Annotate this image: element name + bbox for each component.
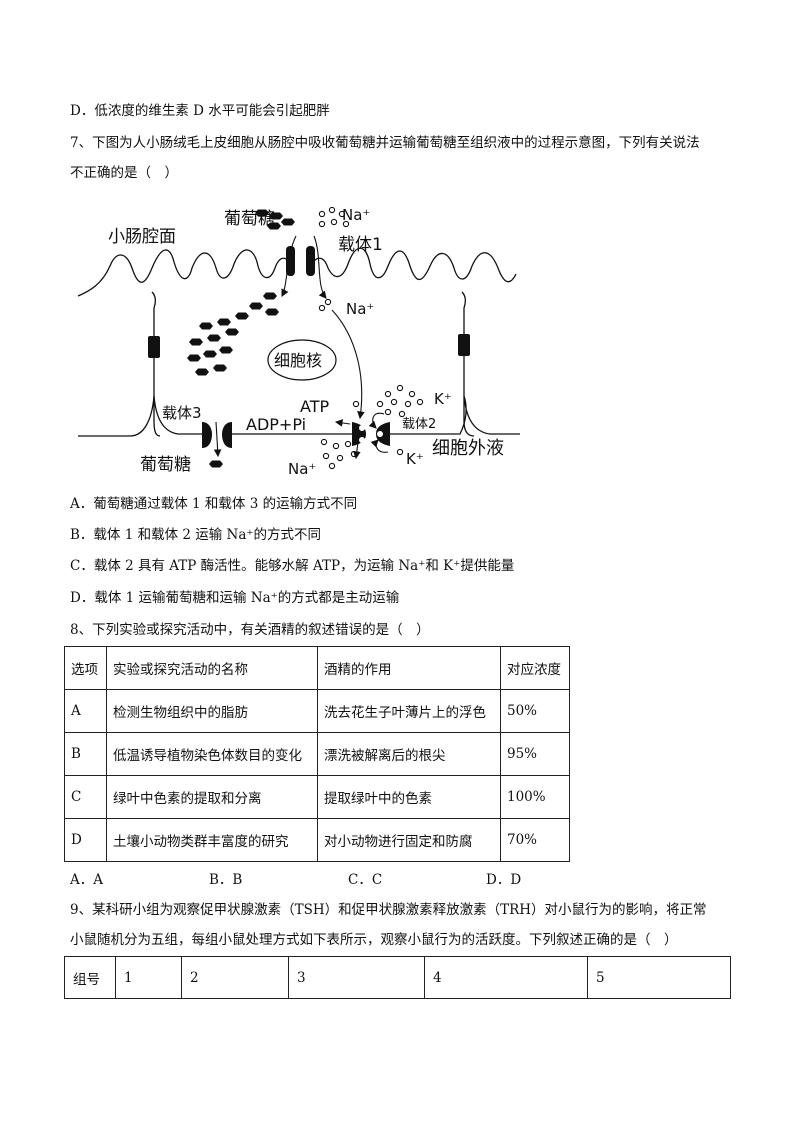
label-carrier2: 载体2 (402, 417, 436, 432)
label-na-top: Na⁺ (342, 206, 370, 224)
table-cell: A (64, 689, 107, 733)
table-header-cell: 实验或探究活动的名称 (106, 646, 318, 690)
table-cell: D (64, 818, 107, 862)
table-header-cell: 2 (181, 956, 289, 999)
q8-stem: 8、下列实验或探究活动中，有关酒精的叙述错误的是（ ） (70, 622, 430, 638)
table-header-cell: 选项 (64, 646, 107, 690)
table-cell: 70% (500, 818, 570, 862)
q7-stem-line1: 7、下图为人小肠绒毛上皮细胞从肠腔中吸收葡萄糖并运输葡萄糖至组织液中的过程示意图… (70, 135, 700, 151)
label-glucose-top: 葡萄糖 (224, 209, 275, 229)
label-na-bottom: Na⁺ (288, 460, 316, 478)
label-k-right: K⁺ (434, 390, 452, 408)
table-header-row: 组号 1 2 3 4 5 (64, 956, 731, 999)
table-header-cell: 组号 (64, 956, 116, 999)
label-adp-pi: ADP+Pi (246, 415, 306, 434)
table-header-cell: 3 (288, 956, 425, 999)
label-glucose-bottom: 葡萄糖 (140, 455, 191, 475)
table-cell: 洗去花生子叶薄片上的浮色 (317, 689, 501, 733)
q8-option-a: A．A (70, 872, 103, 888)
table-cell: 低温诱导植物染色体数目的变化 (106, 732, 318, 776)
table-row: C 绿叶中色素的提取和分离 提取绿叶中的色素 100% (64, 775, 570, 819)
q8-option-b: B．B (209, 872, 243, 888)
label-carrier3: 载体3 (162, 404, 202, 422)
table-cell: 100% (500, 775, 570, 819)
table-header-cell: 酒精的作用 (317, 646, 501, 690)
q8-option-d: D．D (486, 872, 522, 888)
table-row: A 检测生物组织中的脂肪 洗去花生子叶薄片上的浮色 50% (64, 689, 570, 733)
q8-table: 选项 实验或探究活动的名称 酒精的作用 对应浓度 A 检测生物组织中的脂肪 洗去… (64, 646, 570, 862)
table-cell: 提取绿叶中的色素 (317, 775, 501, 819)
q9-stem-line2: 小鼠随机分为五组，每组小鼠处理方式如下表所示，观察小鼠行为的活跃度。下列叙述正确… (70, 932, 678, 948)
table-cell: 绿叶中色素的提取和分离 (106, 775, 318, 819)
table-cell: C (64, 775, 107, 819)
table-cell: 50% (500, 689, 570, 733)
label-atp: ATP (300, 397, 329, 416)
table-cell: 检测生物组织中的脂肪 (106, 689, 318, 733)
q6-option-d: D．低浓度的维生素 D 水平可能会引起肥胖 (70, 103, 330, 119)
table-cell: 漂洗被解离后的根尖 (317, 732, 501, 776)
apical-membrane (77, 247, 517, 297)
q9-table: 组号 1 2 3 4 5 (64, 956, 731, 999)
label-lumen: 小肠腔面 (108, 227, 176, 247)
q7-option-c: C．载体 2 具有 ATP 酶活性。能够水解 ATP，为运输 Na⁺和 K⁺提供… (70, 558, 515, 574)
q8-option-c: C．C (348, 872, 383, 888)
table-row: D 土壤小动物类群丰富度的研究 对小动物进行固定和防腐 70% (64, 818, 570, 862)
q8-options: A．A B．B C．C D．D (70, 868, 630, 888)
table-header-cell: 对应浓度 (500, 646, 570, 690)
label-na-mid: Na⁺ (346, 300, 374, 318)
table-cell: 95% (500, 732, 570, 776)
q7-option-a: A．葡萄糖通过载体 1 和载体 3 的运输方式不同 (70, 496, 358, 512)
q7-option-d: D．载体 1 运输葡萄糖和运输 Na⁺的方式都是主动运输 (70, 590, 400, 606)
label-carrier1: 载体1 (338, 235, 383, 255)
label-extracellular: 细胞外液 (432, 438, 504, 459)
table-cell: B (64, 732, 107, 776)
table-header-row: 选项 实验或探究活动的名称 酒精的作用 对应浓度 (64, 646, 570, 690)
table-header-cell: 4 (424, 956, 588, 999)
q9-stem-line1: 9、某科研小组为观察促甲状腺激素（TSH）和促甲状腺激素释放激素（TRH）对小鼠… (70, 902, 707, 918)
q7-stem-line2: 不正确的是（ ） (70, 165, 178, 181)
label-nucleus: 细胞核 (274, 351, 322, 370)
q7-option-b: B．载体 1 和载体 2 运输 Na⁺的方式不同 (70, 527, 322, 543)
table-cell: 对小动物进行固定和防腐 (317, 818, 501, 862)
table-header-cell: 5 (587, 956, 731, 999)
table-row: B 低温诱导植物染色体数目的变化 漂洗被解离后的根尖 95% (64, 732, 570, 776)
label-k-bottom: K⁺ (406, 450, 424, 468)
intestinal-cell-diagram: 葡萄糖 Na⁺ 小肠腔面 载体1 Na⁺ 细胞核 ATP K⁺ 载体3 ADP+… (70, 196, 530, 481)
table-cell: 土壤小动物类群丰富度的研究 (106, 818, 318, 862)
table-header-cell: 1 (115, 956, 182, 999)
